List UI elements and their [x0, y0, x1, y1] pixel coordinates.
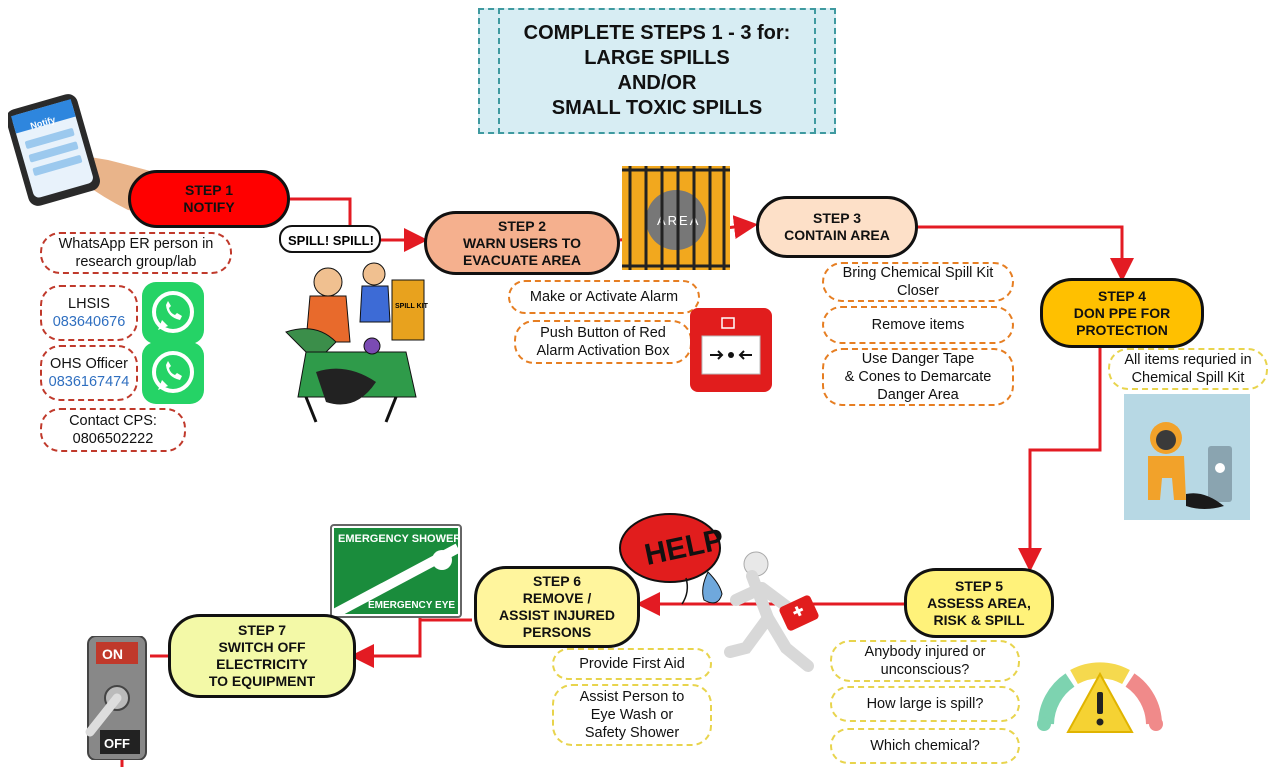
note-remove-items-text: Remove items: [871, 317, 965, 333]
lhsis-phone[interactable]: 083640676: [52, 314, 126, 330]
note-which-chemical: Which chemical?: [830, 728, 1020, 764]
note-activate-alarm-text: Make or Activate Alarm: [529, 289, 679, 305]
cartoon-banner-text: SPILL! SPILL!: [288, 233, 374, 248]
power-switch-icon[interactable]: ON OFF: [76, 636, 156, 760]
step2-title: STEP 2: [498, 217, 546, 234]
step4-title: STEP 4: [1098, 287, 1146, 304]
arrow-step4-step5: [1018, 348, 1102, 572]
header-line-3: AND/OR: [617, 72, 697, 94]
step2-label-line1: WARN USERS TO: [463, 234, 581, 251]
ohs-label: OHS Officer: [50, 356, 128, 372]
note-lhsis: LHSIS 083640676: [40, 285, 138, 341]
note-activate-alarm: Make or Activate Alarm: [508, 280, 700, 314]
step1-title: STEP 1: [185, 182, 233, 198]
step5-label-line2: RISK & SPILL: [933, 611, 1025, 628]
step2-label-line2: EVACUATE AREA: [463, 251, 581, 268]
note-spill-size: How large is spill?: [830, 686, 1020, 722]
area-cage-image: AREA: [622, 166, 730, 270]
step3-label: CONTAIN AREA: [784, 227, 890, 243]
step6-label-line3: PERSONS: [522, 624, 592, 640]
ppe-worker-image: [1124, 394, 1250, 520]
note-tape-line3: Danger Area: [877, 387, 959, 403]
risk-gauge-icon: [1037, 662, 1163, 733]
cartoon-kit-text: SPILL KIT: [395, 303, 429, 310]
step4-label-line1: DON PPE FOR: [1073, 304, 1171, 321]
note-danger-tape: Use Danger Tape & Cones to Demarcate Dan…: [822, 348, 1014, 406]
cps-line1: Contact CPS:: [69, 413, 157, 429]
step5-node: STEP 5 ASSESS AREA, RISK & SPILL: [904, 568, 1054, 638]
note-push-button-line2: Alarm Activation Box: [536, 343, 670, 359]
step6-node: STEP 6 REMOVE / ASSIST INJURED PERSONS: [474, 566, 640, 648]
step6-label-line2: ASSIST INJURED: [499, 607, 615, 623]
note-ppe-line1: All items requried in: [1124, 352, 1252, 368]
first-aid-runner-image: [724, 551, 819, 672]
note-push-button-line1: Push Button of Red: [540, 325, 666, 341]
help-balloon-image: HELP: [619, 513, 727, 605]
note-assist-person: Assist Person to Eye Wash or Safety Show…: [552, 684, 712, 746]
alarm-box-image: [690, 308, 772, 392]
arrow-step1-step2: [290, 197, 428, 252]
note-ohs-officer: OHS Officer 0836167474: [40, 345, 138, 401]
step5-title: STEP 5: [955, 577, 1003, 594]
whatsapp-icon[interactable]: [142, 342, 204, 404]
step7-label-line3: TO EQUIPMENT: [208, 673, 316, 689]
ohs-phone[interactable]: 0836167474: [48, 374, 130, 390]
note-first-aid-text: Provide First Aid: [579, 656, 685, 672]
whatsapp-icon[interactable]: [142, 282, 204, 344]
spill-cartoon-image: SPILL! SPILL! SPILL KIT: [279, 225, 429, 423]
step4-node: STEP 4 DON PPE FOR PROTECTION: [1040, 278, 1204, 348]
note-anybody-injured: Anybody injured or unconscious?: [830, 640, 1020, 682]
step6-title: STEP 6: [533, 573, 581, 589]
step7-title: STEP 7: [238, 622, 286, 638]
shower-sign-top-text: EMERGENCY SHOWER: [338, 533, 458, 545]
lhsis-label: LHSIS: [68, 296, 110, 312]
step3-title: STEP 3: [813, 210, 861, 226]
header-box: COMPLETE STEPS 1 - 3 for: LARGE SPILLS A…: [478, 8, 836, 134]
step6-label-line1: REMOVE /: [522, 590, 592, 606]
header-line-4: SMALL TOXIC SPILLS: [551, 97, 763, 119]
step2-node: STEP 2 WARN USERS TO EVACUATE AREA: [424, 211, 620, 275]
note-assist-line3: Safety Shower: [584, 725, 680, 741]
note-injured-line1: Anybody injured or: [864, 644, 986, 660]
note-whatsapp-line1: WhatsApp ER person in: [58, 236, 214, 252]
header-line-2: LARGE SPILLS: [584, 47, 730, 69]
note-assist-line2: Eye Wash or: [590, 707, 674, 723]
step1-node: STEP 1 NOTIFY: [128, 170, 290, 228]
step7-node: STEP 7 SWITCH OFF ELECTRICITY TO EQUIPME…: [168, 614, 356, 698]
note-provide-first-aid: Provide First Aid: [552, 648, 712, 680]
note-whatsapp-er: WhatsApp ER person in research group/lab: [40, 232, 232, 274]
note-contact-cps: Contact CPS: 0806502222: [40, 408, 186, 452]
note-ppe-items: All items requried in Chemical Spill Kit: [1108, 348, 1268, 390]
step1-label: NOTIFY: [183, 199, 235, 215]
note-assist-line1: Assist Person to: [579, 689, 685, 705]
arrow-step3-step4: [916, 225, 1134, 282]
note-spill-size-text: How large is spill?: [866, 696, 984, 712]
header-line-1: COMPLETE STEPS 1 - 3 for:: [523, 22, 791, 44]
note-which-chemical-text: Which chemical?: [870, 738, 980, 754]
note-whatsapp-line2: research group/lab: [75, 254, 197, 270]
step4-label-line2: PROTECTION: [1076, 321, 1168, 338]
shower-sign-bottom-text: EMERGENCY EYE WASH: [368, 600, 458, 611]
emergency-shower-sign: EMERGENCY SHOWER EMERGENCY EYE WASH: [330, 524, 488, 619]
arrow-step6-step7: [350, 618, 472, 668]
note-injured-line2: unconscious?: [880, 662, 970, 678]
note-push-button: Push Button of Red Alarm Activation Box: [514, 320, 692, 364]
step3-node: STEP 3 CONTAIN AREA: [756, 196, 918, 258]
switch-off-label: OFF: [104, 736, 130, 751]
note-tape-line2: & Cones to Demarcate: [844, 369, 992, 385]
cps-line2: 0806502222: [72, 431, 154, 447]
note-remove-items: Remove items: [822, 306, 1014, 344]
note-bring-line1: Bring Chemical Spill Kit: [842, 265, 994, 281]
step7-label-line2: ELECTRICITY: [216, 656, 308, 672]
note-bring-spill-kit: Bring Chemical Spill Kit Closer: [822, 262, 1014, 302]
step5-label-line1: ASSESS AREA,: [927, 594, 1031, 611]
note-bring-line2: Closer: [897, 283, 939, 299]
step7-label-line1: SWITCH OFF: [218, 639, 306, 655]
switch-on-label: ON: [102, 646, 123, 662]
note-ppe-line2: Chemical Spill Kit: [1131, 370, 1245, 386]
note-tape-line1: Use Danger Tape: [861, 351, 975, 367]
